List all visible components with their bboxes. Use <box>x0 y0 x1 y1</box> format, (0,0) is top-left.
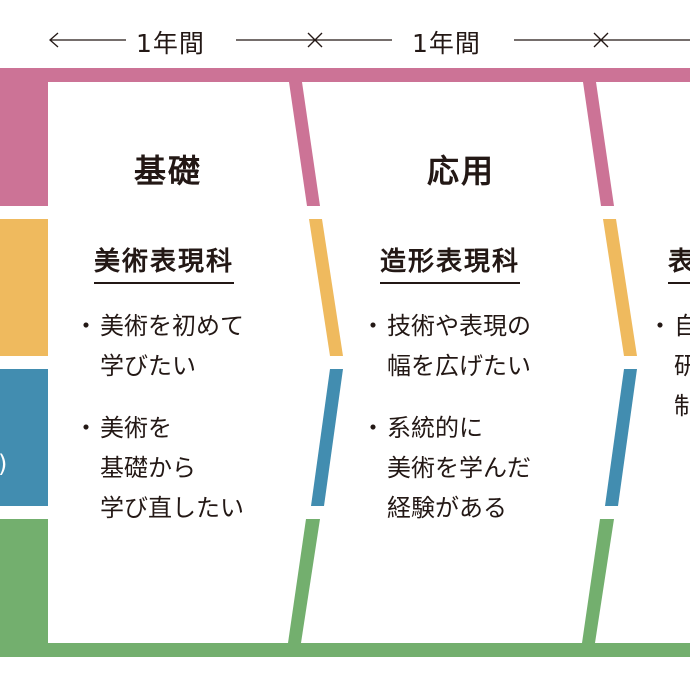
cross-marker-icon <box>593 32 609 48</box>
course-name-3: 表 <box>668 246 690 284</box>
column-1-bullets: ・ 美術を初めて 学びたい ・ 美術を 基礎から 学び直したい <box>74 306 294 550</box>
bullet-mark: ・ <box>74 312 98 340</box>
divider-1 <box>288 82 343 643</box>
timeline-axis <box>49 32 690 48</box>
bullet-line: 制 <box>674 392 690 420</box>
bullet-line: 美術を <box>100 414 172 442</box>
bullet-item: ・ 技術や表現の 幅を広げたい <box>361 306 586 386</box>
stage-title-applied: 応用 <box>427 152 496 190</box>
stage-title-basic: 基礎 <box>134 152 203 190</box>
divider-2-blue <box>605 369 637 506</box>
bullet-mark: ・ <box>648 312 672 340</box>
bullet-line: 研 <box>674 352 690 380</box>
bullet-mark: ・ <box>361 312 385 340</box>
bullet-line: 学びたい <box>100 352 196 380</box>
band-pink-left <box>0 68 48 206</box>
bullet-mark: ・ <box>361 414 385 442</box>
column-2-bullets: ・ 技術や表現の 幅を広げたい ・ 系統的に 美術を学んだ 経験がある <box>361 306 586 550</box>
course-name-1: 美術表現科 <box>94 246 235 284</box>
band-blue-left <box>0 369 48 506</box>
divider-1-blue <box>311 369 343 506</box>
arrow-left-icon <box>49 32 59 48</box>
band-yellow-left <box>0 219 48 356</box>
bullet-item: ・ 美術を 基礎から 学び直したい <box>74 408 294 528</box>
blue-band-label-fragment: ) <box>0 450 7 478</box>
timeline-label-1: 1年間 <box>136 29 205 58</box>
bullet-line: 美術を初めて <box>100 312 244 340</box>
bullet-item: ・ 美術を初めて 学びたい <box>74 306 294 386</box>
frame-top-pink <box>0 68 690 82</box>
bullet-line: 幅を広げたい <box>387 352 531 380</box>
bullet-line: 自 <box>674 312 690 340</box>
bullet-mark: ・ <box>74 414 98 442</box>
divider-2-pink <box>583 82 614 206</box>
bullet-line: 系統的に <box>387 414 483 442</box>
column-3-bullets: ・ 自 研 制 <box>648 306 690 448</box>
divider-1-pink <box>289 82 320 206</box>
bullet-item: ・ 自 研 制 <box>648 306 690 426</box>
band-green-left <box>0 519 48 657</box>
bullet-line: 美術を学んだ <box>387 454 531 482</box>
bullet-line: 学び直したい <box>100 494 244 522</box>
divider-2-green <box>582 519 614 643</box>
divider-2-yellow <box>603 219 637 356</box>
divider-1-yellow <box>309 219 343 356</box>
bullet-line: 技術や表現の <box>387 312 531 340</box>
course-name-2: 造形表現科 <box>380 246 521 284</box>
divider-2 <box>582 82 637 643</box>
timeline-label-2: 1年間 <box>412 29 481 58</box>
cross-marker-icon <box>307 32 323 48</box>
bullet-line: 経験がある <box>387 494 507 522</box>
frame-bottom-green <box>0 643 690 657</box>
divider-1-green <box>288 519 320 643</box>
bullet-item: ・ 系統的に 美術を学んだ 経験がある <box>361 408 586 528</box>
bullet-line: 基礎から <box>100 454 196 482</box>
